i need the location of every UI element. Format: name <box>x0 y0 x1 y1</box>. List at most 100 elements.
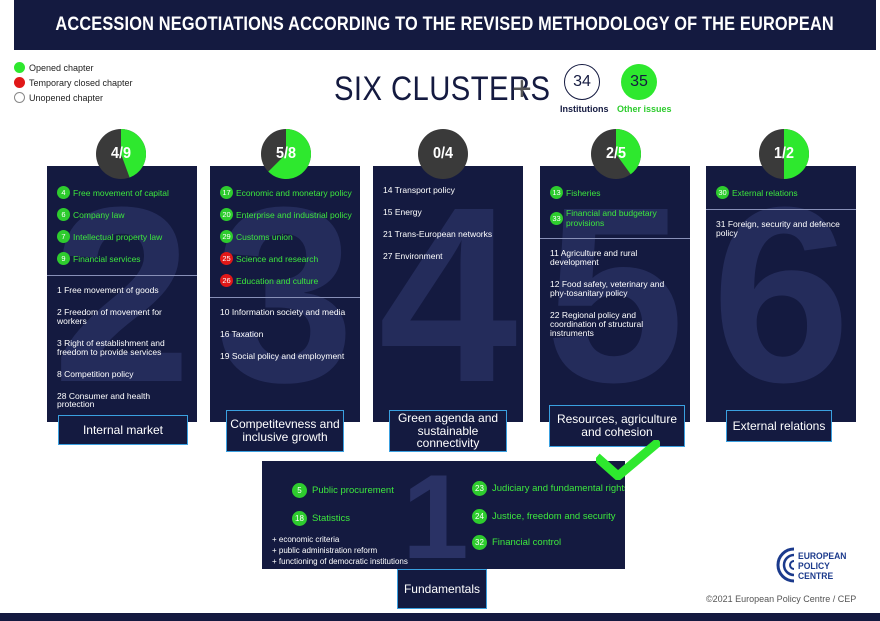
fundamentals-note: + economic criteria <box>272 535 340 544</box>
chapter-opened: 23 Judiciary and fundamental rights <box>472 481 625 496</box>
chapter-name: Justice, freedom and security <box>492 511 616 522</box>
progress-pie: 4/9 <box>96 129 146 179</box>
institutions-count: 34 <box>573 73 591 90</box>
chapter-badge: 23 <box>472 481 487 496</box>
chapter-badge: 5 <box>292 483 307 498</box>
chapter-unopened: 31 Foreign, security and defence policy <box>716 219 840 238</box>
bottom-bar <box>0 613 880 621</box>
chapter-unopened: 19 Social policy and employment <box>220 350 345 361</box>
chapter-name: Judiciary and fundamental rights <box>492 483 625 494</box>
chapter-badge: 9 <box>57 252 70 265</box>
chapter-unopened: 8 Competition policy <box>57 368 134 379</box>
institutions-label: Institutions <box>560 104 609 114</box>
copyright: ©2021 European Policy Centre / CEP <box>706 594 857 604</box>
legend-label: Temporary closed chapter <box>29 77 133 88</box>
pie-chart <box>759 129 809 179</box>
progress-label: 5/8 <box>275 145 297 162</box>
legend-label: Unopened chapter <box>29 92 104 103</box>
chapter-name: Company law <box>73 209 125 220</box>
chapter-unopened: 10 Information society and media <box>220 307 346 317</box>
chapter-unopened: 12 Food safety, veterinary and phy-tosan… <box>550 278 665 298</box>
logo-line: POLICY <box>798 560 830 572</box>
cluster-number: 4 <box>378 166 518 422</box>
legend-label: Opened chapter <box>29 62 94 73</box>
progress-label: 1/2 <box>773 145 795 162</box>
chapter-badge: 24 <box>472 509 487 524</box>
chapter-name: Science and research <box>236 253 319 264</box>
chapter-name: Financial control <box>492 537 562 548</box>
logo-line: EUROPEAN <box>798 551 847 562</box>
white-dot-icon <box>14 92 25 103</box>
chapter-name: Enterprise and industrial policy <box>236 209 352 220</box>
legend-item-closed: Temporary closed chapter <box>14 75 133 90</box>
chapter-opened: 5 Public procurement <box>292 483 394 498</box>
cluster-title-fundamentals: Fundamentals <box>397 569 487 609</box>
cluster-number: 3 <box>215 166 355 422</box>
chapter-badge: 4 <box>57 186 70 199</box>
pie-chart <box>261 129 311 179</box>
progress-label: 0/4 <box>432 145 454 162</box>
title-bar: ACCESSION NEGOTIATIONS ACCORDING TO THE … <box>14 0 876 50</box>
chapter-name: Statistics <box>312 513 351 524</box>
chapter-name: External relations <box>732 187 798 198</box>
chapter-badge: 29 <box>220 230 233 243</box>
legend-item-unopened: Unopened chapter <box>14 90 133 105</box>
pie-chart <box>96 129 146 179</box>
cluster-green-agenda: 4 14 Transport policy 15 Energy 21 Trans… <box>373 166 523 422</box>
chapter-badge: 18 <box>292 511 307 526</box>
chapter-name: Customs union <box>236 231 293 242</box>
chapter-unopened: 11 Agriculture and rural development <box>550 248 638 267</box>
pie-opened-slice <box>784 129 809 179</box>
cluster-number: 2 <box>52 166 192 422</box>
cluster-title-external-relations: External relations <box>726 410 832 442</box>
chapter-badge: 32 <box>472 535 487 550</box>
cluster-title-internal-market: Internal market <box>58 415 188 445</box>
page-title: ACCESSION NEGOTIATIONS ACCORDING TO THE … <box>55 14 835 35</box>
pie-opened-slice <box>121 129 146 178</box>
pie-opened-slice <box>268 129 311 179</box>
cluster-title-resources: Resources, agriculture and cohesion <box>549 405 685 447</box>
headline: SIX CLUSTERS <box>334 70 551 108</box>
chapter-badge: 7 <box>57 230 70 243</box>
cluster-number: 5 <box>545 166 685 422</box>
chapter-badge: 6 <box>57 208 70 221</box>
chapter-opened: 24 Justice, freedom and security <box>472 509 616 524</box>
legend: Opened chapter Temporary closed chapter … <box>14 60 133 105</box>
chapter-opened: 18 Statistics <box>292 511 350 526</box>
checkmark-icon <box>596 440 660 480</box>
chapter-name: Financial services <box>73 253 141 264</box>
green-dot-icon <box>14 62 25 73</box>
chapter-unopened: 15 Energy <box>383 206 422 217</box>
progress-pie: 1/2 <box>759 129 809 179</box>
fundamentals-panel: 1 5 Public procurement 18 Statistics 23 Jud… <box>262 461 625 569</box>
pie-chart <box>591 129 641 179</box>
progress-pie: 2/5 <box>591 129 641 179</box>
chapter-name: Public procurement <box>312 485 394 496</box>
chapter-name: Education and culture <box>236 275 319 286</box>
fundamentals-note: + functioning of democratic institutions <box>272 557 408 566</box>
chapter-name: Economic and monetary policy <box>236 187 352 198</box>
chapter-name: Financial and budgetary provisions <box>566 208 657 228</box>
chapter-opened: 32 Financial control <box>472 535 561 550</box>
progress-label: 4/9 <box>110 145 132 162</box>
progress-pie: 0/4 <box>418 129 468 179</box>
chapter-name: Free movement of capital <box>73 187 169 198</box>
progress-label: 2/5 <box>605 145 627 162</box>
divider <box>706 209 856 210</box>
chapter-unopened: 22 Regional policy and coordination of s… <box>550 309 644 338</box>
chapter-unopened: 1 Free movement of goods <box>57 285 159 295</box>
red-dot-icon <box>14 77 25 88</box>
progress-pie: 5/8 <box>261 129 311 179</box>
cluster-number: 1 <box>402 461 469 569</box>
